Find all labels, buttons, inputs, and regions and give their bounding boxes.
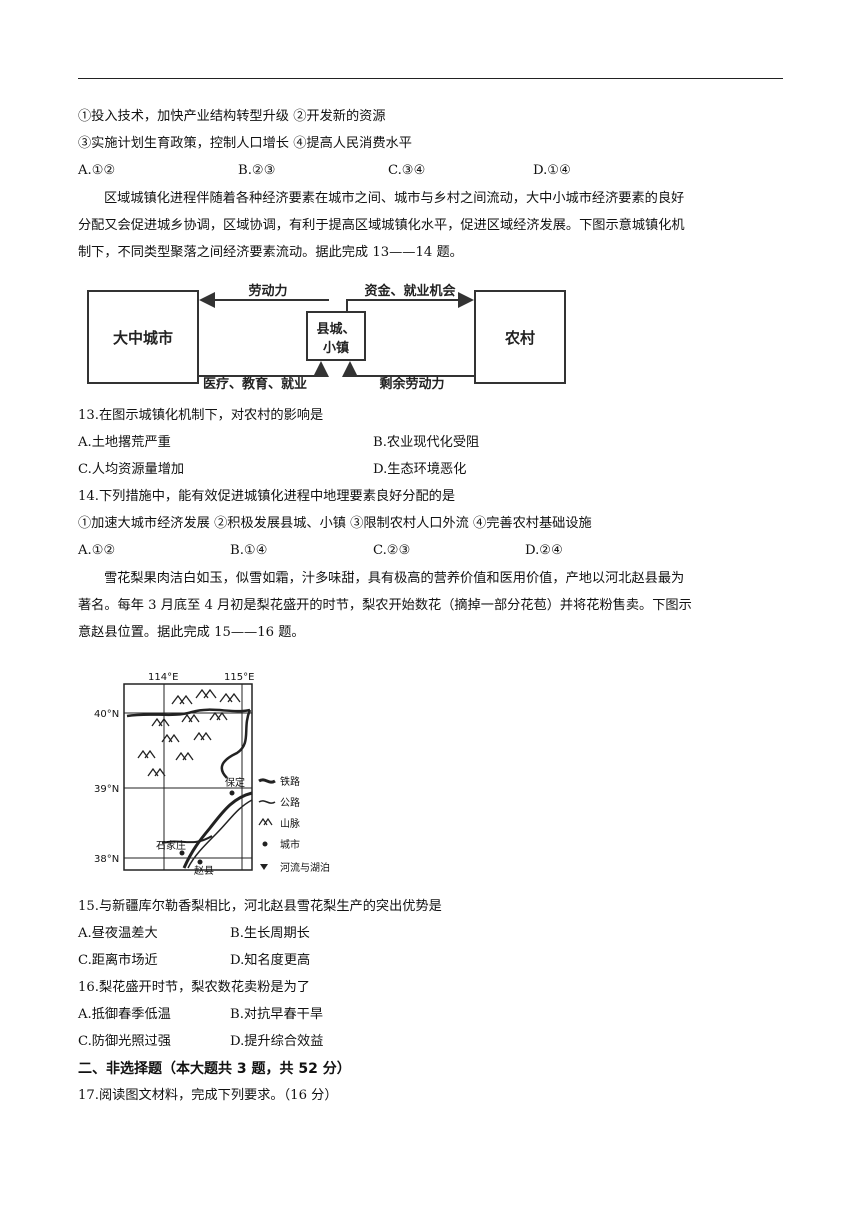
mountain-icon bbox=[137, 688, 241, 777]
section2-title: 二、非选择题（本大题共 3 题，共 52 分） bbox=[78, 1061, 351, 1077]
q12-option-a[interactable]: A.①② bbox=[78, 163, 116, 178]
q12-line2: ③实施计划生育政策，控制人口增长 ④提高人民消费水平 bbox=[78, 136, 412, 151]
q12-line1: ①投入技术，加快产业结构转型升级 ②开发新的资源 bbox=[78, 109, 386, 124]
city-dot-zhaoxian bbox=[197, 859, 203, 865]
map-legend: 铁路 公路 山脉 城市 河流与湖泊 bbox=[258, 775, 330, 874]
map-frame bbox=[123, 683, 253, 871]
baoding-label: 保定 bbox=[225, 776, 245, 789]
intro15-line2: 著名。每年 3 月底至 4 月初是梨花盛开的时节，梨农开始数花（摘掉一部分花苞）… bbox=[78, 598, 692, 613]
legend-railway: 铁路 bbox=[280, 775, 300, 788]
railway-line bbox=[182, 791, 253, 869]
arrow-capital-to-village bbox=[346, 292, 474, 312]
big-city-box bbox=[87, 290, 199, 384]
flow-top-left-label: 劳动力 bbox=[248, 283, 287, 299]
q14-option-a[interactable]: A.①② bbox=[78, 543, 116, 558]
q16-stem: 16.梨花盛开时节，梨农数花卖粉是为了 bbox=[78, 980, 310, 995]
legend-mountain: 山脉 bbox=[280, 817, 300, 830]
road-legend-icon bbox=[258, 800, 276, 804]
lat-38-label: 38°N bbox=[94, 854, 119, 865]
q12-option-c[interactable]: C.③④ bbox=[388, 163, 426, 178]
q13-stem: 13.在图示城镇化机制下，对农村的影响是 bbox=[78, 408, 324, 423]
q15-option-a[interactable]: A.昼夜温差大 bbox=[78, 926, 158, 941]
q12-option-b[interactable]: B.②③ bbox=[238, 163, 276, 178]
q16-option-a[interactable]: A.抵御春季低温 bbox=[78, 1007, 171, 1022]
intro13-line3: 制下，不同类型聚落之间经济要素流动。据此完成 13——14 题。 bbox=[78, 245, 463, 260]
intro13-line2: 分配又会促进城乡协调，区域协调，有利于提高区域城镇化水平，促进区域经济发展。下图… bbox=[78, 218, 685, 233]
lon-114-label: 114°E bbox=[148, 672, 178, 683]
city-dot-baoding bbox=[229, 790, 235, 796]
river-legend-icon bbox=[260, 864, 268, 870]
q15-option-c[interactable]: C.距离市场近 bbox=[78, 953, 158, 968]
flow-bottom-right-label: 剩余劳动力 bbox=[379, 376, 444, 390]
arrow-surplus-labor-to-town bbox=[342, 361, 475, 377]
lat-40-label: 40°N bbox=[94, 709, 119, 720]
q14-option-b[interactable]: B.①④ bbox=[230, 543, 268, 558]
q15-stem: 15.与新疆库尔勒香梨相比，河北赵县雪花梨生产的突出优势是 bbox=[78, 899, 442, 914]
q14-option-c[interactable]: C.②③ bbox=[373, 543, 411, 558]
shijiazhuang-label: 石家庄 bbox=[156, 839, 186, 852]
q13-option-b[interactable]: B.农业现代化受阻 bbox=[373, 435, 480, 450]
q17-stem: 17.阅读图文材料，完成下列要求。（16 分） bbox=[78, 1088, 338, 1103]
city-legend-icon bbox=[262, 841, 268, 847]
q15-option-d[interactable]: D.知名度更高 bbox=[230, 953, 311, 968]
city-dot-shijiazhuang bbox=[179, 850, 185, 856]
town-box bbox=[306, 311, 366, 361]
road-line bbox=[187, 799, 253, 869]
q15-option-b[interactable]: B.生长周期长 bbox=[230, 926, 310, 941]
zhaoxian-label: 赵县 bbox=[194, 864, 214, 877]
big-city-label: 大中城市 bbox=[113, 329, 173, 347]
town-label-2: 小镇 bbox=[323, 340, 349, 356]
q13-option-c[interactable]: C.人均资源量增加 bbox=[78, 462, 185, 477]
q14-option-d[interactable]: D.②④ bbox=[525, 543, 563, 558]
arrow-services-to-town bbox=[198, 361, 329, 377]
intro13-line1: 区域城镇化进程伴随着各种经济要素在城市之间、城市与乡村之间流动，大中小城市经济要… bbox=[104, 191, 685, 206]
river-south bbox=[161, 835, 213, 844]
intro15-line3: 意赵县位置。据此完成 15——16 题。 bbox=[78, 625, 305, 640]
legend-road: 公路 bbox=[280, 796, 300, 809]
village-box bbox=[474, 290, 566, 384]
village-label: 农村 bbox=[504, 329, 535, 347]
lat-39-label: 39°N bbox=[94, 784, 119, 795]
legend-river: 河流与湖泊 bbox=[280, 861, 330, 874]
q13-option-a[interactable]: A.土地撂荒严重 bbox=[78, 435, 171, 450]
town-label-1: 县城、 bbox=[316, 321, 355, 337]
river-north bbox=[126, 708, 251, 718]
railway-legend-icon bbox=[258, 778, 276, 784]
legend-city: 城市 bbox=[280, 838, 300, 851]
q16-option-d[interactable]: D.提升综合效益 bbox=[230, 1034, 324, 1049]
lon-115-label: 115°E bbox=[224, 672, 254, 683]
intro15-line1: 雪花梨果肉洁白如玉，似雪如霜，汁多味甜，具有极高的营养价值和医用价值，产地以河北… bbox=[104, 571, 685, 586]
flow-bottom-left-label: 医疗、教育、就业 bbox=[203, 376, 307, 390]
header-rule bbox=[78, 78, 783, 79]
flow-top-right-label: 资金、就业机会 bbox=[364, 283, 456, 299]
mountain-legend-icon bbox=[258, 817, 273, 826]
q13-option-d[interactable]: D.生态环境恶化 bbox=[373, 462, 467, 477]
river-east bbox=[220, 709, 252, 779]
q14-stem: 14.下列措施中，能有效促进城镇化进程中地理要素良好分配的是 bbox=[78, 489, 456, 504]
q14-items: ①加速大城市经济发展 ②积极发展县城、小镇 ③限制农村人口外流 ④完善农村基础设… bbox=[78, 516, 592, 531]
zhaoxian-location-map: 114°E 115°E 40°N 39°N 38°N 保定 石家庄 赵县 铁路 … bbox=[94, 672, 330, 877]
q12-option-d[interactable]: D.①④ bbox=[533, 163, 571, 178]
q16-option-c[interactable]: C.防御光照过强 bbox=[78, 1034, 171, 1049]
q16-option-b[interactable]: B.对抗早春干旱 bbox=[230, 1007, 324, 1022]
urbanization-flow-diagram: 大中城市 县城、 小镇 农村 劳动力 资金、就业机会 医疗、教育、就业 剩余劳动… bbox=[87, 283, 566, 390]
